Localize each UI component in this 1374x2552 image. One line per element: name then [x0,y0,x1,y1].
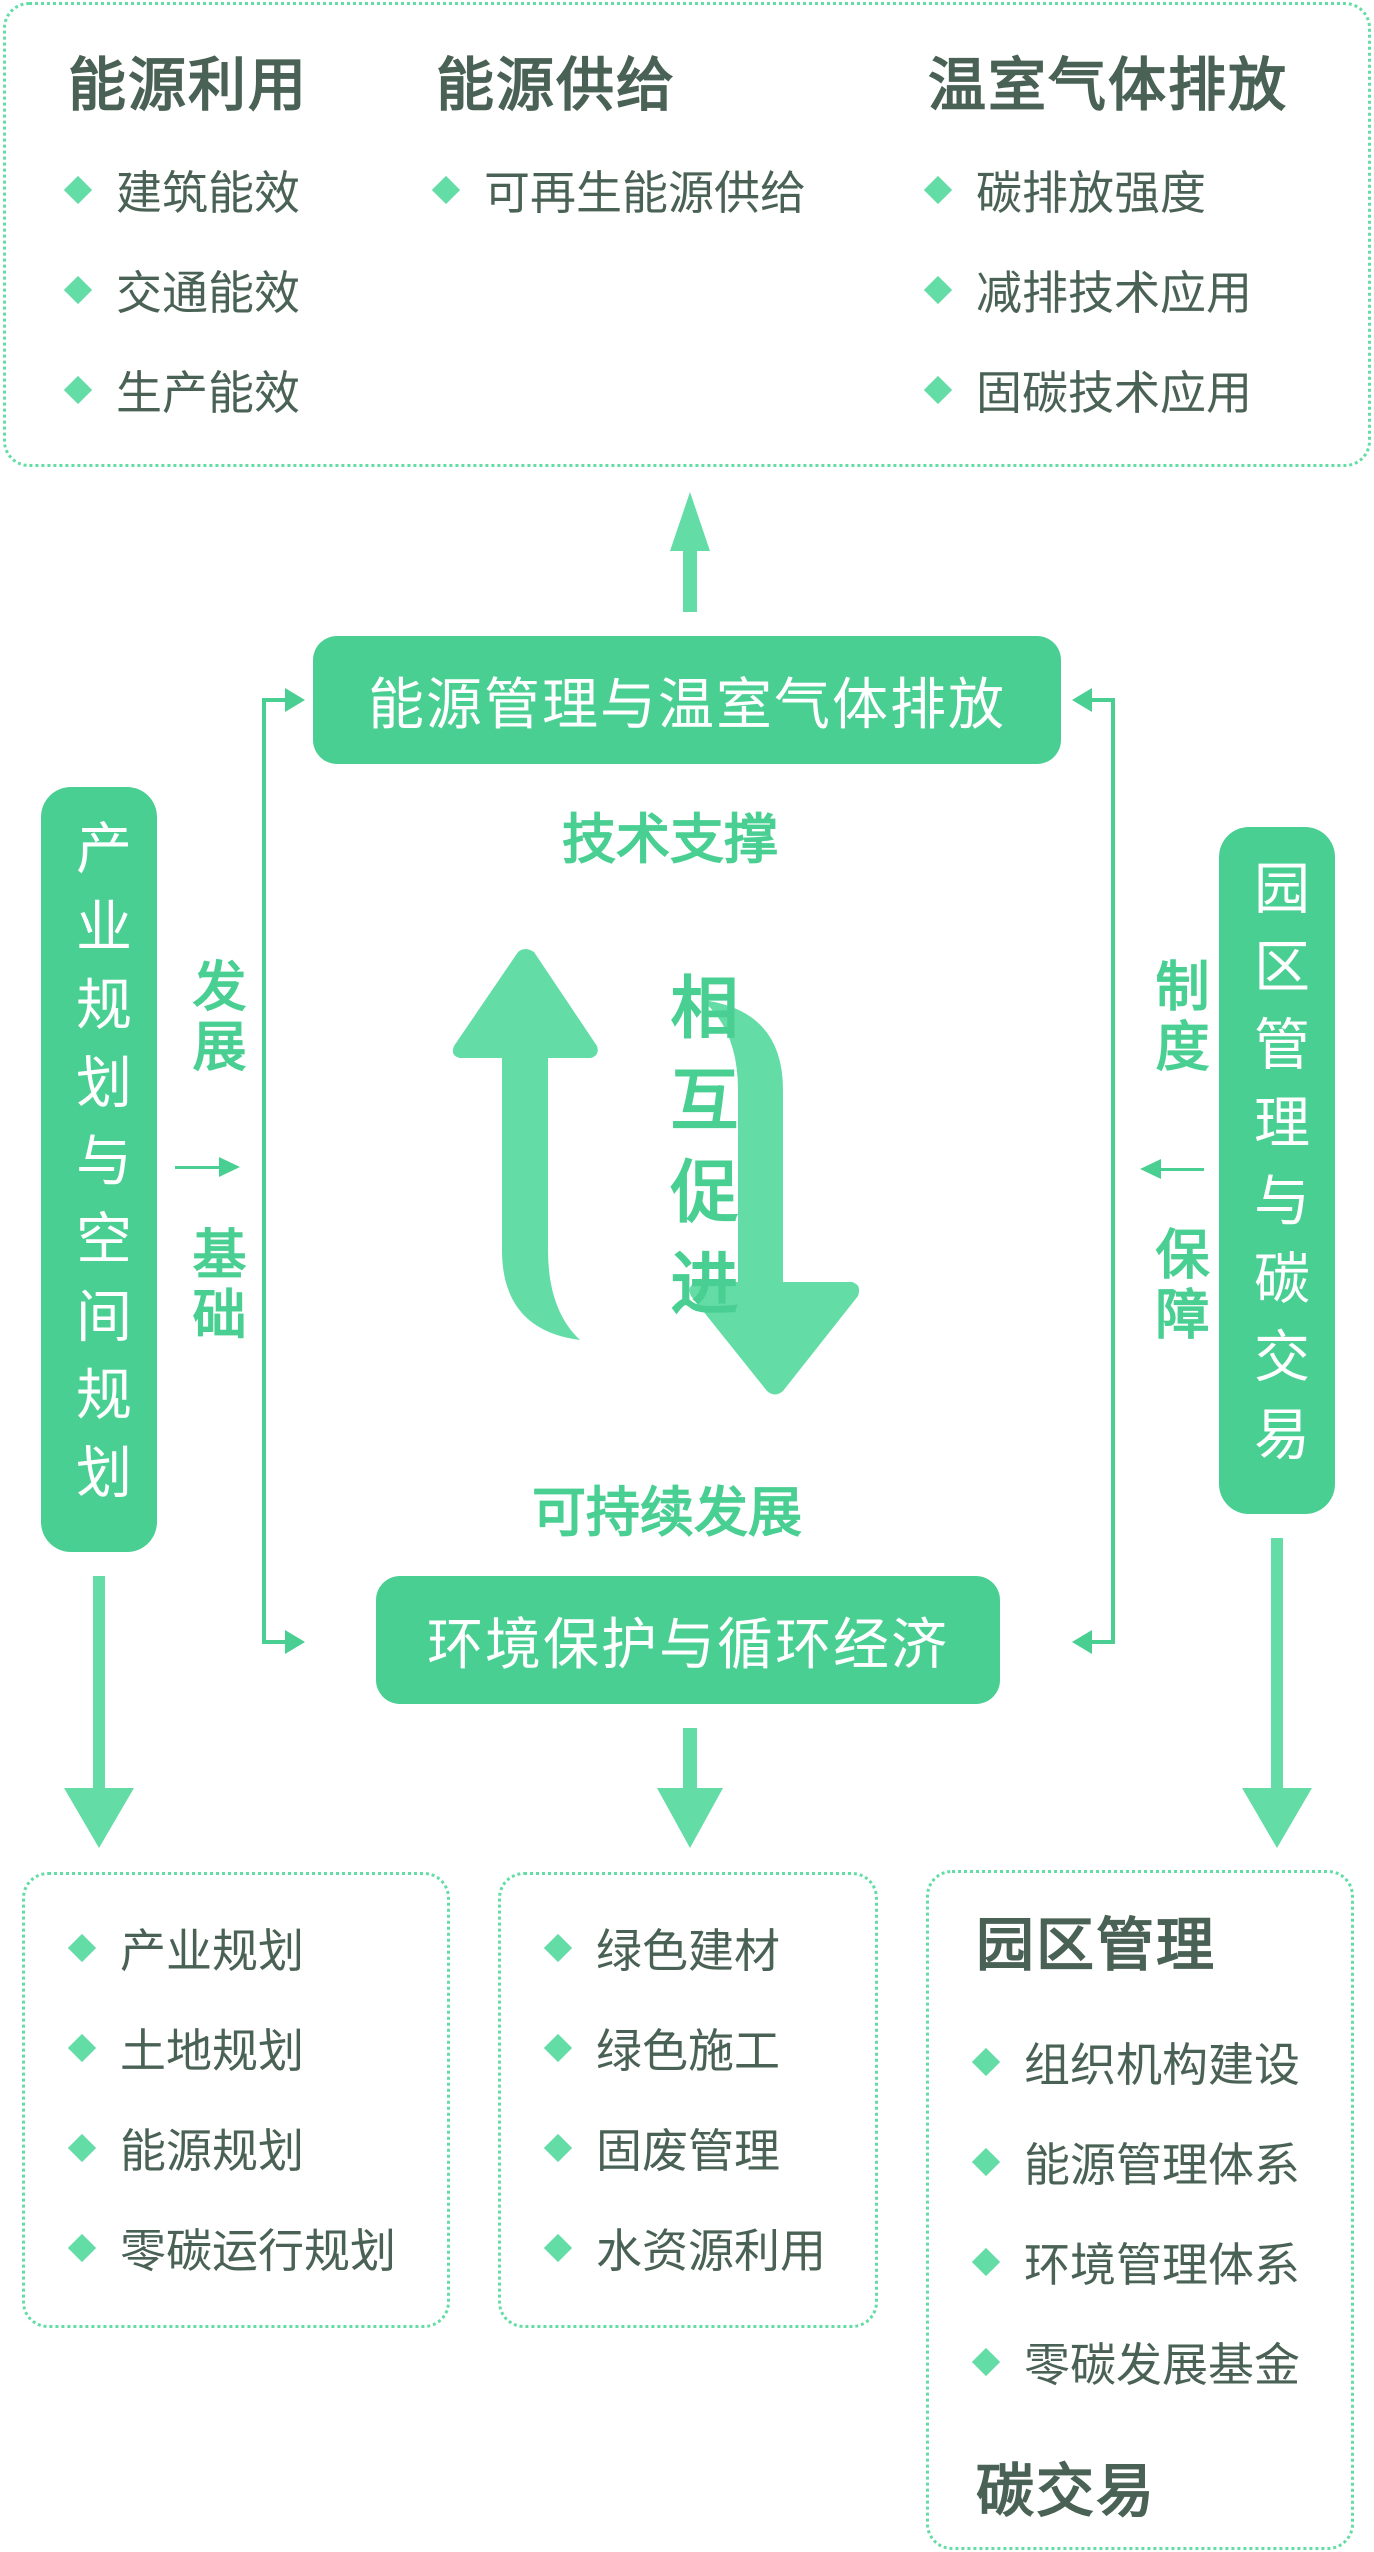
diamond-bullet-icon [543,2033,573,2063]
column-title-energy-supply: 能源供给 [436,51,677,119]
down-arrow-middle-icon [657,1728,723,1848]
list-item: 固废管理 [540,2098,826,2198]
diamond-bullet-icon [971,2147,1001,2177]
diamond-bullet-icon [971,2347,1001,2377]
list-item: 零碳发展基金 [968,2312,1300,2412]
arrowhead-left-icon [1072,688,1092,712]
diamond-bullet-icon [543,2133,573,2163]
small-left-arrow-icon [1140,1159,1204,1179]
list-item: 组织机构建设 [968,2012,1300,2112]
diamond-bullet-icon [67,2233,97,2263]
cycle-label-mutual-promotion: 相互促进 [658,972,737,1340]
column-title-energy-use: 能源利用 [68,51,309,119]
label-development: 发展 [183,958,246,1078]
left-bracket-connector-icon [262,698,293,1644]
list-item: 环境管理体系 [968,2212,1300,2312]
list-item: 能源管理体系 [968,2112,1300,2212]
bottom-panel-park-management [926,1870,1354,2550]
diamond-bullet-icon [971,2047,1001,2077]
ghg-emission-list: 碳排放强度 减排技术应用 固碳技术应用 [920,140,1252,440]
energy-supply-list: 可再生能源供给 [428,140,806,240]
diamond-bullet-icon [971,2247,1001,2277]
node-industry-spatial-planning-label: 产业规划与空间规划 [66,818,132,1521]
diamond-bullet-icon [67,2033,97,2063]
list-item: 产业规划 [64,1898,396,1998]
environment-list: 绿色建材 绿色施工 固废管理 水资源利用 [540,1898,826,2298]
cycle-down-arrow-icon [689,1000,860,1395]
down-arrow-right-icon [1242,1538,1312,1848]
caption-technical-support: 技术支撑 [562,808,778,871]
node-energy-management-ghg: 能源管理与温室气体排放 [313,636,1061,764]
diamond-bullet-icon [543,2233,573,2263]
node-park-management-carbon-trading: 园区管理与碳交易 [1219,827,1335,1514]
node-industry-spatial-planning: 产业规划与空间规划 [41,787,157,1552]
panel-title-park-management: 园区管理 [976,1911,1217,1979]
diamond-bullet-icon [67,2133,97,2163]
top-panel [3,2,1371,467]
up-arrow-to-top-panel-icon [670,492,710,612]
list-item: 固碳技术应用 [920,340,1252,440]
label-foundation: 基础 [183,1226,246,1346]
list-item: 可再生能源供给 [428,140,806,240]
node-environment-circular-economy: 环境保护与循环经济 [376,1576,1000,1704]
arrowhead-left-icon [1072,1630,1092,1654]
list-item: 能源规划 [64,2098,396,2198]
label-system: 制度 [1146,958,1209,1078]
list-item: 绿色建材 [540,1898,826,1998]
energy-use-list: 建筑能效 交通能效 生产能效 [60,140,300,440]
planning-list: 产业规划 土地规划 能源规划 零碳运行规划 [64,1898,396,2298]
bottom-panel-planning [22,1872,450,2328]
down-arrow-left-icon [64,1576,134,1848]
list-item: 水资源利用 [540,2198,826,2298]
list-item: 碳排放强度 [920,140,1252,240]
diamond-bullet-icon [67,1933,97,1963]
list-item: 零碳运行规划 [64,2198,396,2298]
list-item: 绿色施工 [540,1998,826,2098]
caption-sustainable-development: 可持续发展 [532,1481,802,1544]
small-right-arrow-icon [175,1157,240,1177]
panel-title-carbon-trading: 碳交易 [976,2457,1157,2525]
park-management-list: 组织机构建设 能源管理体系 环境管理体系 零碳发展基金 [968,2012,1300,2412]
column-title-ghg-emission: 温室气体排放 [928,51,1289,119]
arrowhead-right-icon [285,1630,305,1654]
right-bracket-connector-icon [1083,698,1115,1644]
list-item: 建筑能效 [60,140,300,240]
cycle-up-arrow-icon [452,949,598,1340]
diamond-bullet-icon [543,1933,573,1963]
list-item: 交通能效 [60,240,300,340]
bottom-panel-environment [498,1872,878,2328]
label-guarantee: 保障 [1146,1226,1209,1346]
list-item: 生产能效 [60,340,300,440]
list-item: 减排技术应用 [920,240,1252,340]
list-item: 土地规划 [64,1998,396,2098]
arrowhead-right-icon [285,688,305,712]
node-park-management-carbon-trading-label: 园区管理与碳交易 [1244,858,1310,1483]
